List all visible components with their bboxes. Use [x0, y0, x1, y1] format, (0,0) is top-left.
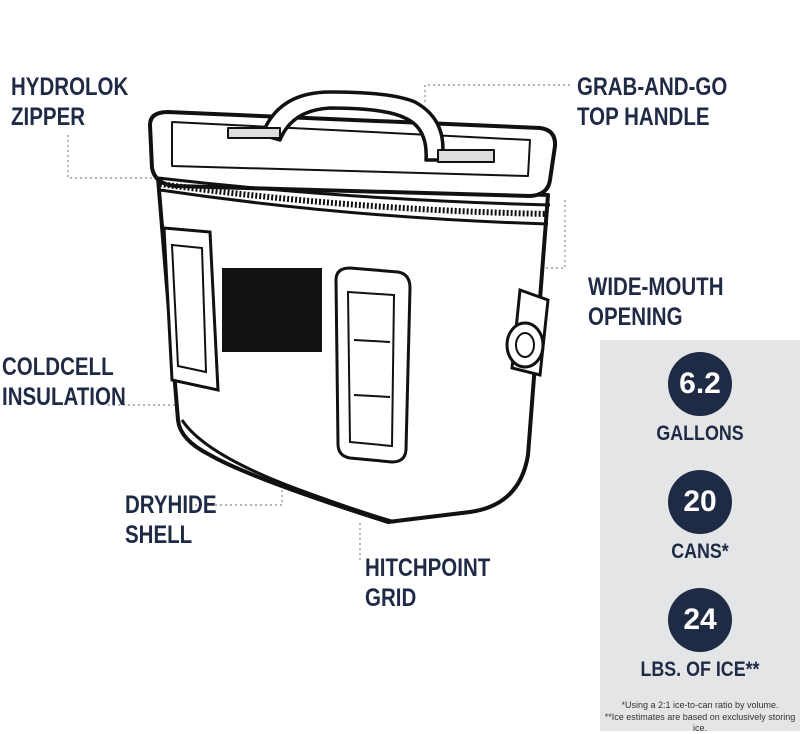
left-strap [162, 226, 220, 392]
label-wide-mouth-opening: WIDE-MOUTH OPENING [588, 272, 724, 332]
label-line: DRYHIDE [125, 491, 217, 519]
label-line: WIDE-MOUTH [588, 273, 724, 301]
label-line: ZIPPER [11, 103, 86, 131]
stat-unit: LBS. OF ICE** [640, 658, 760, 681]
label-line: OPENING [588, 303, 683, 331]
label-line: HITCHPOINT [365, 554, 491, 582]
label-line: SHELL [125, 521, 193, 549]
leader-hydrolok [67, 135, 160, 179]
logo-patch [222, 268, 322, 352]
leader-handle [424, 84, 570, 105]
side-buckle [505, 287, 550, 377]
stat-unit: GALLONS [656, 422, 744, 445]
stat-circle: 24 [668, 588, 732, 652]
specs-panel: 6.2 GALLONS 20 CANS* 24 LBS. OF ICE** *U… [600, 340, 800, 733]
top-handle [227, 90, 495, 163]
label-line: TOP HANDLE [577, 103, 710, 131]
label-hydrolok-zipper: HYDROLOK ZIPPER [11, 72, 128, 132]
stat-gallons: 6.2 GALLONS [600, 352, 800, 446]
label-hitchpoint-grid: HITCHPOINT GRID [365, 553, 490, 613]
stat-ice: 24 LBS. OF ICE** [600, 588, 800, 682]
footnote-cans: *Using a 2:1 ice-to-can ratio by volume. [621, 700, 779, 710]
label-line: GRAB-AND-GO [577, 73, 728, 101]
label-line: INSULATION [2, 383, 126, 411]
label-top-handle: GRAB-AND-GO TOP HANDLE [577, 72, 727, 132]
label-line: COLDCELL [2, 353, 114, 381]
label-line: HYDROLOK [11, 73, 129, 101]
label-dryhide-shell: DRYHIDE SHELL [125, 490, 217, 550]
stat-cans: 20 CANS* [600, 470, 800, 564]
center-strap [334, 266, 412, 464]
footnote-ice: **Ice estimates are based on exclusively… [604, 712, 796, 733]
label-coldcell-insulation: COLDCELL INSULATION [2, 352, 126, 412]
stat-circle: 6.2 [668, 352, 732, 416]
label-line: GRID [365, 584, 417, 612]
stat-circle: 20 [668, 470, 732, 534]
stat-unit: CANS* [671, 540, 729, 563]
